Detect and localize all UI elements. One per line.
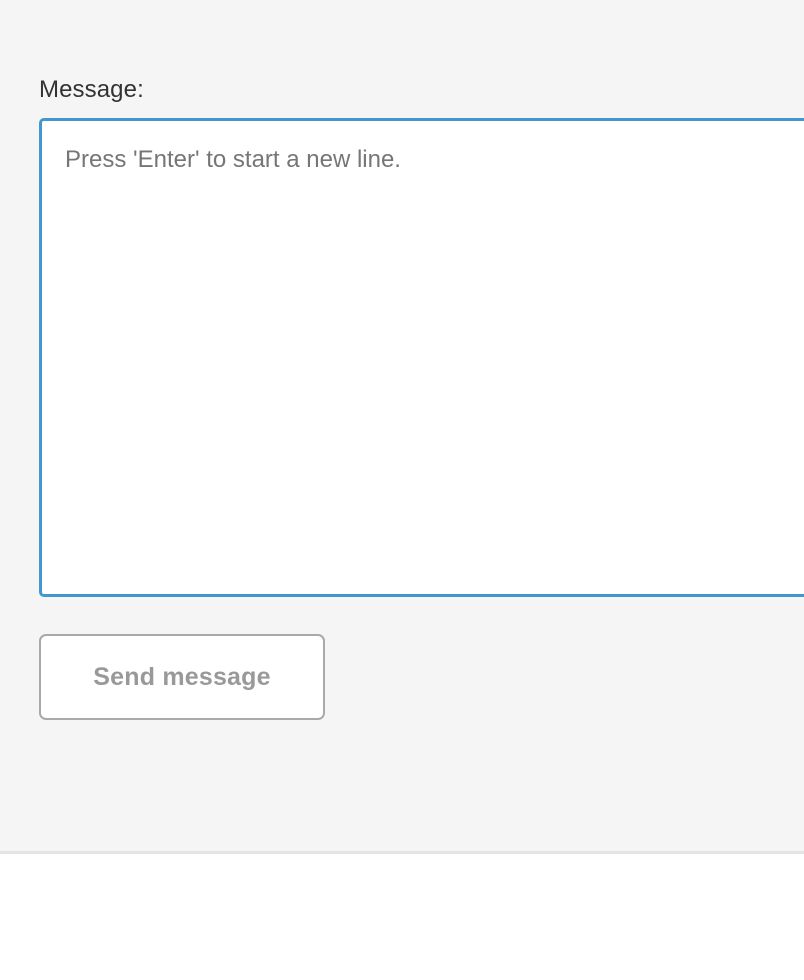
send-message-button[interactable]: Send message (39, 634, 325, 720)
message-input[interactable] (39, 118, 804, 597)
message-compose-panel: Message: Send message (39, 76, 804, 720)
panel-divider (0, 851, 804, 854)
message-field-label: Message: (39, 76, 144, 103)
page-background-below-panel (0, 854, 804, 980)
